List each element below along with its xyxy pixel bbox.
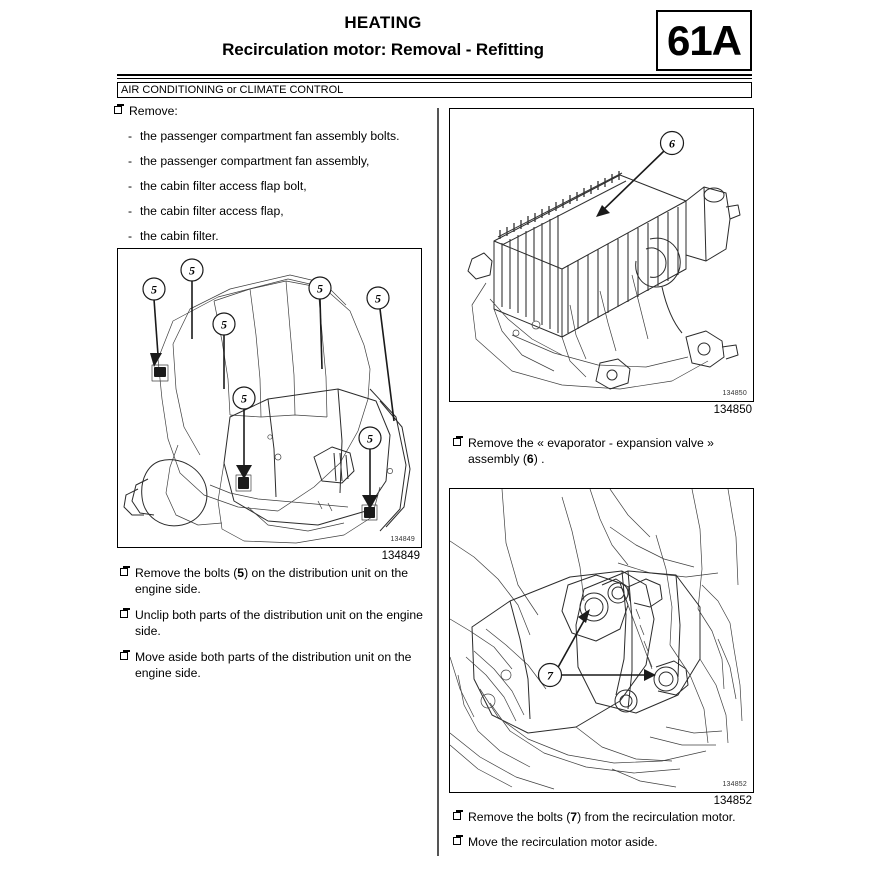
page-header: HEATING Recirculation motor: Removal - R… — [117, 10, 752, 71]
left-column: Remove: - the passenger compartment fan … — [114, 104, 426, 680]
bullet-square-icon — [120, 608, 130, 618]
step-item: Move aside both parts of the distributio… — [120, 650, 428, 681]
list-item-label: the passenger compartment fan assembly, — [140, 153, 370, 168]
step-item: Remove the bolts (5) on the distribution… — [120, 566, 428, 597]
header-rule-bottom — [117, 78, 752, 79]
column-divider — [437, 108, 439, 856]
figure-inner-id: 134852 — [722, 781, 747, 788]
list-item-label: the cabin filter access flap bolt, — [140, 178, 307, 193]
list-item-label: the cabin filter access flap, — [140, 203, 284, 218]
remove-heading: Remove: — [114, 104, 426, 120]
svg-text:5: 5 — [241, 392, 247, 406]
dash-marker: - — [128, 153, 133, 168]
page-title: HEATING — [344, 13, 422, 32]
dash-marker: - — [128, 178, 133, 193]
svg-text:5: 5 — [317, 282, 323, 296]
step-item: Remove the bolts (7) from the recirculat… — [453, 810, 761, 826]
bullet-square-icon — [120, 650, 130, 660]
list-item: - the passenger compartment fan assembly… — [114, 154, 426, 169]
remove-heading-label: Remove: — [129, 104, 178, 118]
dash-marker: - — [128, 128, 133, 143]
dash-marker: - — [128, 203, 133, 218]
figure-caption: 134849 — [381, 550, 420, 562]
header-rule-top — [117, 74, 752, 76]
figure-134852-wrapper: 7 134852 134852 — [449, 488, 754, 808]
step-ref-number: 6 — [526, 451, 534, 466]
figure-134850: 6 134850 — [449, 108, 754, 402]
figure-134852: 7 134852 — [449, 488, 754, 793]
figure-134850-wrapper: 6 134850 134850 — [449, 108, 754, 417]
step-text-before: Remove the bolts ( — [135, 566, 238, 580]
step-text-after: ) from the recirculation motor. — [577, 810, 736, 824]
list-item: - the cabin filter. — [114, 229, 426, 244]
chapter-code-box: 61A — [656, 10, 752, 71]
step-ref-number: 7 — [570, 810, 578, 824]
step-text-before: Remove the « evaporator - expansion valv… — [468, 436, 714, 466]
step-text: Unclip both parts of the distribution un… — [135, 608, 423, 638]
dash-marker: - — [128, 228, 133, 243]
svg-text:5: 5 — [221, 318, 227, 332]
svg-text:5: 5 — [375, 292, 381, 306]
list-item-label: the cabin filter. — [140, 228, 219, 243]
right-step-top: Remove the « evaporator - expansion valv… — [453, 436, 761, 476]
step-text-after: ) on the distribution unit on the engine… — [135, 566, 409, 596]
left-steps: Remove the bolts (5) on the distribution… — [120, 566, 428, 692]
list-item-label: the passenger compartment fan assembly b… — [140, 128, 400, 143]
svg-text:7: 7 — [547, 669, 554, 683]
title-block: HEATING Recirculation motor: Removal - R… — [117, 10, 649, 62]
chapter-code-label: 61A — [666, 16, 742, 64]
system-bar: AIR CONDITIONING or CLIMATE CONTROL — [117, 82, 752, 98]
page-subtitle: Recirculation motor: Removal - Refitting — [222, 40, 544, 59]
step-text-before: Remove the bolts ( — [468, 810, 571, 824]
svg-text:5: 5 — [189, 264, 195, 278]
step-text: Move the recirculation motor aside. — [468, 834, 658, 849]
system-bar-label: AIR CONDITIONING or CLIMATE CONTROL — [121, 84, 344, 96]
step-item: Unclip both parts of the distribution un… — [120, 608, 428, 639]
figure-134849: 5 5 5 5 5 — [117, 248, 422, 548]
step-item: Remove the « evaporator - expansion valv… — [453, 436, 761, 467]
svg-text:5: 5 — [151, 283, 157, 297]
figure-caption: 134850 — [713, 404, 752, 416]
figure-inner-id: 134850 — [722, 390, 747, 397]
bullet-square-icon — [120, 566, 130, 576]
list-item: - the cabin filter access flap bolt, — [114, 179, 426, 194]
right-steps-bottom: Remove the bolts (7) from the recirculat… — [453, 810, 761, 859]
bullet-square-icon — [453, 810, 463, 820]
distribution-unit-drawing: 5 5 5 5 5 — [123, 258, 411, 544]
figure-inner-id: 134849 — [390, 536, 415, 543]
step-text: Move aside both parts of the distributio… — [135, 650, 412, 680]
figure-134849-wrapper: 5 5 5 5 5 — [117, 248, 422, 563]
figure-caption: 134852 — [713, 795, 752, 807]
recirculation-motor-drawing: 7 — [450, 489, 743, 790]
bullet-square-icon — [453, 436, 463, 446]
bullet-square-icon — [114, 104, 124, 114]
svg-text:5: 5 — [367, 432, 373, 446]
bullet-square-icon — [453, 834, 463, 845]
svg-text:6: 6 — [669, 137, 675, 151]
step-ref-number: 5 — [237, 566, 245, 580]
step-text-after: ) . — [533, 451, 545, 466]
step-item: Move the recirculation motor aside. — [453, 834, 761, 851]
list-item: - the cabin filter access flap, — [114, 204, 426, 219]
list-item: - the passenger compartment fan assembly… — [114, 129, 426, 144]
evaporator-expansion-valve-drawing: 6 — [467, 130, 741, 390]
